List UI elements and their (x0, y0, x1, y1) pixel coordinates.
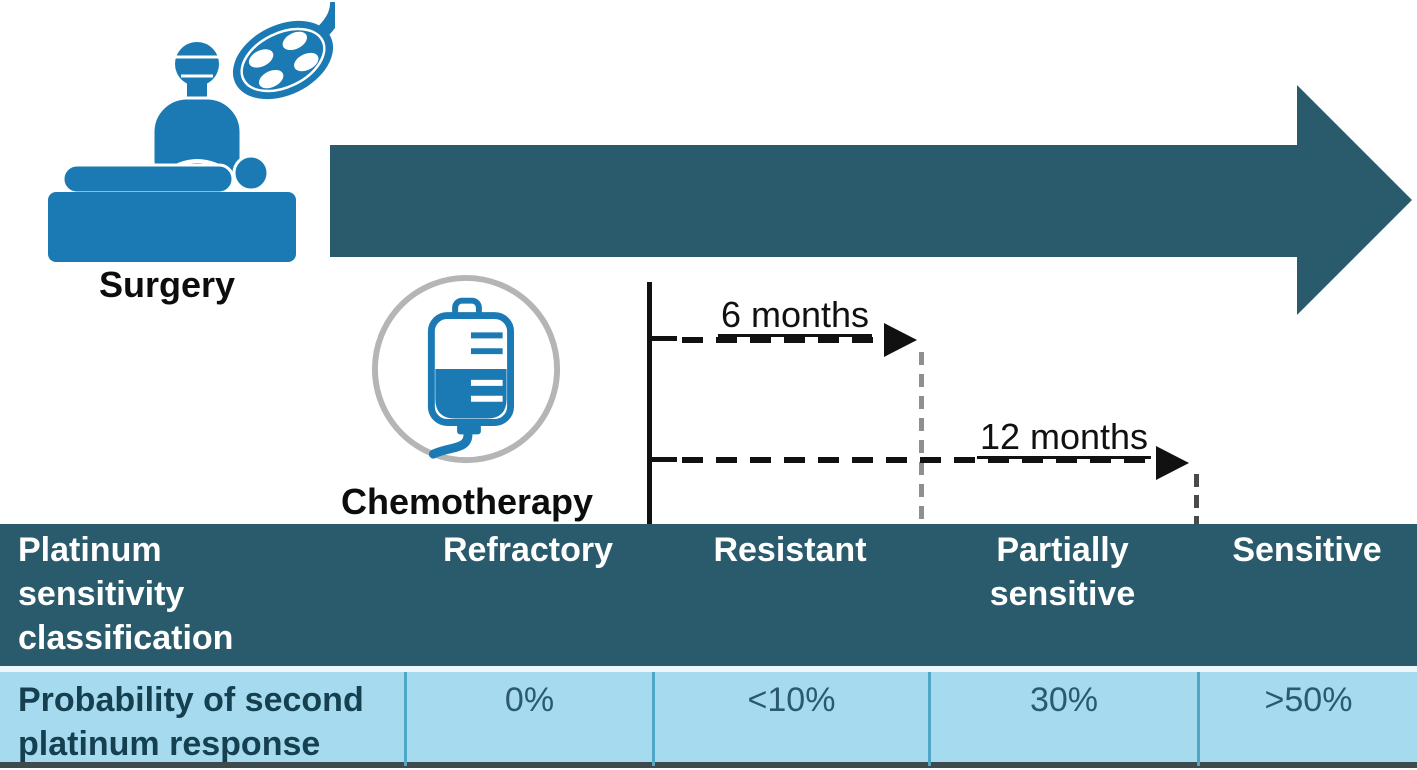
table-header-row: Platinum sensitivity classification Refr… (0, 524, 1417, 666)
chemotherapy-label: Chemotherapy (340, 481, 594, 522)
vertical-dashed-line-12-months (1194, 474, 1199, 524)
iv-bag-icon (371, 274, 561, 464)
header-cell-sensitive: Sensitive (1232, 531, 1382, 569)
header-cell-resistant: Resistant (713, 531, 867, 569)
value-cell-refractory: 0% (404, 672, 652, 766)
value-cell-resistant: <10% (652, 672, 928, 766)
arrowhead-6-months-icon (884, 323, 917, 357)
milestone-label-12-months: 12 months (976, 419, 1152, 459)
surgery-label: Surgery (98, 264, 236, 305)
table-row-divider (0, 666, 1417, 672)
header-cell-partially-sensitive: Partially sensitive (989, 531, 1136, 613)
data-row-label: Probability of second platinum response (18, 681, 364, 763)
timeline-axis (647, 282, 652, 524)
header-row-label-cell: Platinum sensitivity classification (0, 524, 404, 666)
table-data-row: Probability of second platinum response … (0, 672, 1417, 766)
header-cell-refractory: Refractory (442, 531, 614, 569)
table-bottom-border (0, 762, 1417, 768)
timeline-tick-12 (647, 457, 677, 462)
surgery-operation-icon (48, 2, 335, 262)
data-row-label-cell: Probability of second platinum response (0, 672, 404, 766)
value-cell-sensitive: >50% (1197, 672, 1417, 766)
big-right-arrow-icon (330, 85, 1412, 315)
dashed-line-12-months (682, 457, 1156, 463)
arrowhead-12-months-icon (1156, 446, 1189, 480)
vertical-dashed-line-6-months (919, 352, 924, 524)
timeline-tick-6 (647, 336, 677, 341)
classification-table: Platinum sensitivity classification Refr… (0, 524, 1417, 768)
dashed-line-6-months (682, 337, 884, 343)
milestone-label-6-months: 6 months (717, 297, 873, 337)
header-row-label: Platinum sensitivity classification (18, 531, 234, 657)
value-cell-partially-sensitive: 30% (928, 672, 1197, 766)
